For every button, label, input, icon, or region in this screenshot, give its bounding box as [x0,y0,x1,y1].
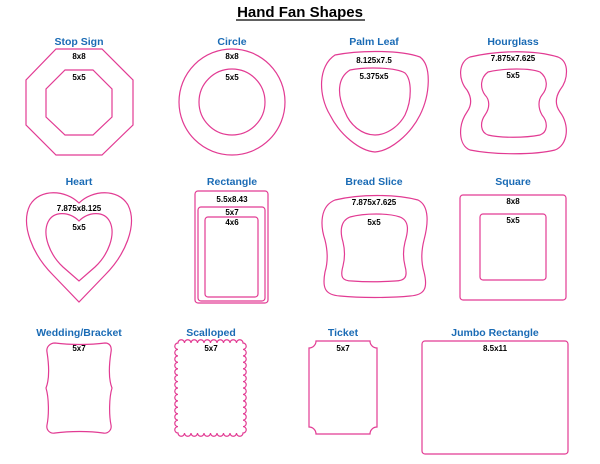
size-label: 7.875x8.125 [57,204,102,213]
size-label: 4x6 [225,218,239,227]
size-label: 8.5x11 [483,344,508,353]
shape-heart: Heart 7.875x8.125 5x5 [26,176,132,303]
size-label: 5x7 [204,344,218,353]
shape-label: Scalloped [186,327,236,339]
size-label: 5x5 [506,216,520,225]
size-label: 8x8 [225,52,239,61]
shape-hourglass: Hourglass 7.875x7.625 5x5 [460,36,568,155]
size-label: 8.125x7.5 [356,56,392,65]
shape-rectangle: Rectangle 5.5x8.43 5x7 4x6 [194,176,269,304]
outline [421,340,569,455]
shape-wedding-bracket: Wedding/Bracket 5x7 [36,327,122,434]
inner-outline [479,213,547,281]
shape-label: Hourglass [487,36,539,48]
outline [45,342,113,434]
outer-outline [459,194,567,301]
outer-outline [320,50,429,153]
shape-palm-leaf: Palm Leaf 8.125x7.5 5.375x5 [320,36,429,153]
shape-label: Jumbo Rectangle [451,327,539,339]
shape-circle: Circle 8x8 5x5 [178,36,286,156]
inner-outline [481,68,547,138]
outline [174,339,247,437]
shape-label: Square [495,176,531,188]
size-label: 5x7 [225,208,239,217]
inner-outline [340,213,408,283]
middle-outline [197,206,266,302]
size-label: 5x5 [506,71,520,80]
size-label: 7.875x7.625 [352,198,397,207]
size-label: 5x7 [72,344,86,353]
outer-outline [194,190,269,304]
outer-outline [25,48,134,156]
shape-label: Ticket [328,327,359,339]
shape-label: Heart [66,176,93,188]
size-label: 5x7 [336,344,350,353]
size-label: 5.5x8.43 [216,195,248,204]
size-label: 8x8 [72,52,86,61]
shape-square: Square 8x8 5x5 [459,176,567,301]
shape-bread-slice: Bread Slice 7.875x7.625 5x5 [321,176,428,299]
inner-outline [45,213,113,282]
outer-outline [26,192,132,303]
size-label: 5x5 [225,73,239,82]
size-label: 5x5 [367,218,381,227]
shape-label: Circle [217,36,246,48]
shape-stop-sign: Stop Sign 8x8 5x5 [25,36,134,156]
size-label: 5x5 [72,223,86,232]
inner-outline [198,68,266,136]
size-label: 5.375x5 [360,72,389,81]
size-label: 7.875x7.625 [491,54,536,63]
shape-label: Stop Sign [55,36,104,48]
shape-label: Palm Leaf [349,36,399,48]
inner-outline [204,216,259,298]
outer-outline [178,48,286,156]
size-label: 8x8 [506,197,520,206]
shape-jumbo-rectangle: Jumbo Rectangle 8.5x11 [421,327,569,455]
outline [308,340,378,435]
inner-outline [45,69,113,136]
inner-outline [339,67,411,136]
shape-label: Rectangle [207,176,257,188]
shape-label: Wedding/Bracket [36,327,122,339]
shape-scalloped: Scalloped 5x7 [174,327,247,437]
shape-label: Bread Slice [345,176,402,188]
page-title: Hand Fan Shapes [237,4,363,21]
shape-ticket: Ticket 5x7 [308,327,378,435]
size-label: 5x5 [72,73,86,82]
outer-outline [460,51,568,155]
outer-outline [321,194,428,299]
